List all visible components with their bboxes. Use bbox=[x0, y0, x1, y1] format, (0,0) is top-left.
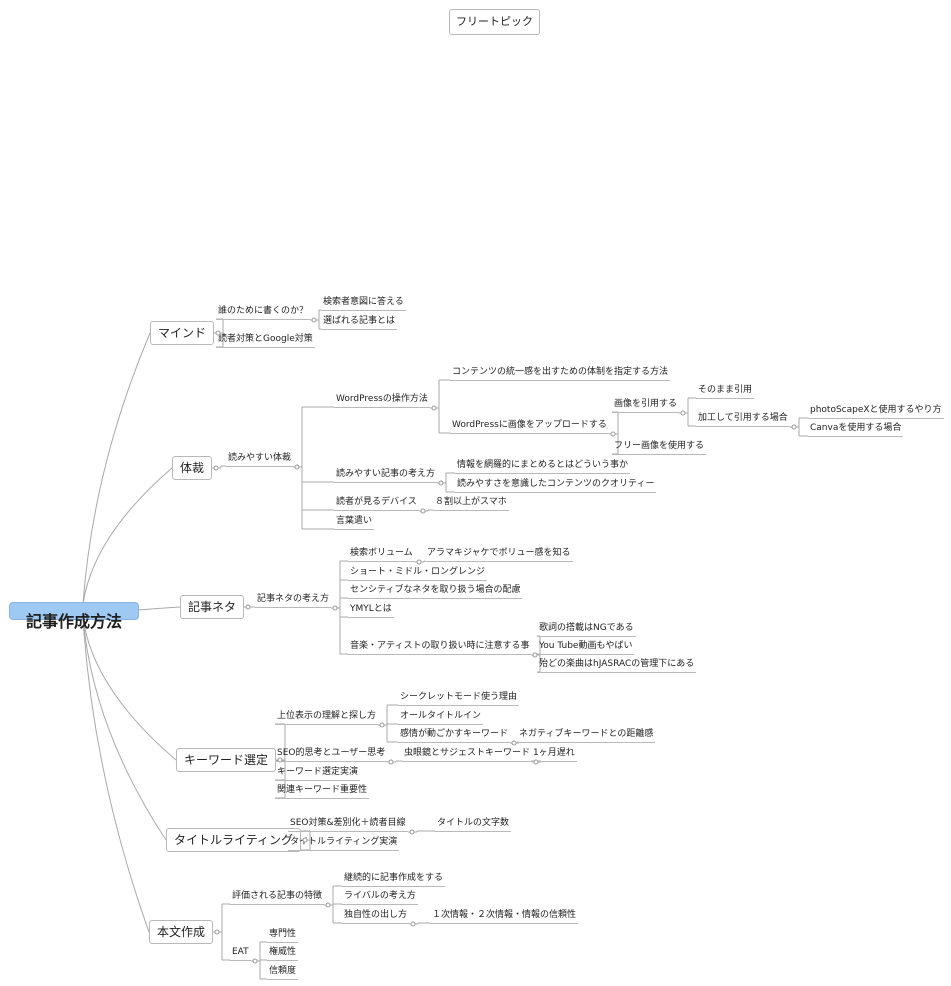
subtopic-node[interactable]: 加工して引用する場合 bbox=[696, 410, 790, 427]
subtopic-node[interactable]: 記事ネタの考え方 bbox=[255, 591, 332, 608]
subtopic-node[interactable]: 選ばれる記事とは bbox=[321, 313, 398, 330]
subtopic-node[interactable]: 読者対策とGoogle対策 bbox=[216, 331, 315, 348]
subtopic-node[interactable]: 読みやすさを意識したコンテンツのクオリティー bbox=[455, 476, 657, 493]
subtopic-node[interactable]: 音楽・アティストの取り扱い時に注意する事 bbox=[348, 638, 532, 655]
subtopic-node[interactable]: EAT bbox=[230, 944, 251, 961]
subtopic-node[interactable]: ８割以上がスマホ bbox=[433, 494, 509, 511]
branch-topic[interactable]: 記事ネタ bbox=[180, 595, 245, 619]
subtopic-node[interactable]: 読者が見るデバイス bbox=[334, 494, 419, 511]
collapse-toggle[interactable] bbox=[409, 829, 415, 835]
subtopic-node[interactable]: You Tube動画もやばい bbox=[537, 638, 635, 655]
subtopic-node[interactable]: フリー画像を使用する bbox=[612, 438, 707, 455]
collapse-toggle[interactable] bbox=[332, 605, 338, 611]
collapse-toggle[interactable] bbox=[388, 759, 394, 765]
subtopic-node[interactable]: 独自性の出し方 bbox=[342, 907, 410, 924]
subtopic-node[interactable]: Canvaを使用する場合 bbox=[808, 420, 904, 437]
subtopic-node[interactable]: WordPressに画像をアップロードする bbox=[450, 417, 609, 434]
subtopic-node[interactable]: 読みやすい体裁 bbox=[226, 450, 294, 467]
collapse-toggle[interactable] bbox=[511, 740, 517, 746]
collapse-toggle[interactable] bbox=[416, 559, 422, 565]
subtopic-node[interactable]: 読みやすい記事の考え方 bbox=[334, 466, 438, 483]
branch-topic[interactable]: 本文作成 bbox=[149, 920, 214, 944]
branch-topic[interactable]: キーワード選定 bbox=[176, 748, 277, 772]
subtopic-node[interactable]: 関連キーワード重要性 bbox=[275, 782, 370, 799]
subtopic-node[interactable]: センシティブなネタを取り扱う場合の配慮 bbox=[348, 582, 523, 599]
subtopic-node[interactable]: 上位表示の理解と探し方 bbox=[275, 708, 379, 725]
subtopic-node[interactable]: 継続的に記事作成をする bbox=[342, 870, 446, 887]
branch-topic[interactable]: マインド bbox=[150, 321, 215, 345]
subtopic-node[interactable]: 検索者意図に答える bbox=[321, 294, 406, 311]
subtopic-node[interactable]: 殆どの楽曲はhJASRACの管理下にある bbox=[537, 656, 697, 673]
branch-topic[interactable]: 体裁 bbox=[172, 456, 213, 480]
collapse-toggle[interactable] bbox=[325, 902, 331, 908]
root-connector bbox=[82, 617, 177, 761]
subtopic-node[interactable]: 虫眼鏡とサジェストキーワード bbox=[402, 745, 533, 762]
subtopic-node[interactable]: 画像を引用する bbox=[612, 396, 680, 413]
collapse-toggle[interactable] bbox=[610, 431, 616, 437]
collapse-toggle[interactable] bbox=[294, 464, 300, 470]
subtopic-node[interactable]: 評価される記事の特徴 bbox=[230, 888, 325, 905]
collapse-toggle[interactable] bbox=[245, 604, 251, 610]
floating-topic[interactable]: フリートピック bbox=[449, 9, 540, 35]
subtopic-node[interactable]: 情報を網羅的にまとめるとはどういう事か bbox=[455, 457, 631, 474]
subtopic-node[interactable]: 専門性 bbox=[267, 926, 299, 943]
collapse-toggle[interactable] bbox=[431, 405, 437, 411]
collapse-toggle[interactable] bbox=[379, 722, 385, 728]
collapse-toggle[interactable] bbox=[532, 652, 538, 658]
subtopic-node[interactable]: アラマキジャケでボリュー感を知る bbox=[425, 545, 573, 562]
subtopic-node[interactable]: そのまま引用 bbox=[696, 382, 755, 399]
subtopic-node[interactable]: オールタイトルイン bbox=[398, 708, 484, 725]
subtopic-node[interactable]: ネガティブキーワードとの距離感 bbox=[517, 726, 656, 743]
subtopic-node[interactable]: 1ヶ月遅れ bbox=[531, 745, 577, 762]
branch-topic[interactable]: タイトルライティング bbox=[166, 828, 302, 852]
subtopic-node[interactable]: 検索ボリューム bbox=[348, 545, 415, 562]
root-connector bbox=[82, 617, 150, 933]
subtopic-node[interactable]: タイトルライティング実演 bbox=[288, 834, 400, 851]
collapse-toggle[interactable] bbox=[215, 330, 221, 336]
collapse-toggle[interactable] bbox=[680, 410, 686, 416]
collapse-toggle[interactable] bbox=[213, 465, 219, 471]
collapse-toggle[interactable] bbox=[438, 480, 444, 486]
collapse-toggle[interactable] bbox=[420, 508, 426, 514]
subtopic-node[interactable]: キーワード選定実演 bbox=[275, 764, 361, 781]
collapse-toggle[interactable] bbox=[302, 837, 308, 843]
subtopic-node[interactable]: WordPressの操作方法 bbox=[334, 391, 430, 408]
subtopic-node[interactable]: 歌詞の搭載はNGである bbox=[537, 620, 636, 637]
collapse-toggle[interactable] bbox=[311, 317, 317, 323]
collapse-toggle[interactable] bbox=[214, 929, 220, 935]
collapse-toggle[interactable] bbox=[791, 424, 797, 430]
subtopic-node[interactable]: シークレットモード使う理由 bbox=[398, 689, 520, 706]
subtopic-node[interactable]: YMYLとは bbox=[348, 601, 394, 618]
root-connector bbox=[82, 332, 151, 605]
collapse-toggle[interactable] bbox=[410, 921, 416, 927]
subtopic-node[interactable]: 権威性 bbox=[267, 944, 299, 961]
subtopic-node[interactable]: 誰のために書くのか？ bbox=[216, 303, 311, 320]
subtopic-node[interactable]: タイトルの文字数 bbox=[435, 815, 512, 832]
collapse-toggle[interactable] bbox=[277, 757, 283, 763]
subtopic-node[interactable]: 言葉遣い bbox=[334, 513, 375, 530]
collapse-toggle[interactable] bbox=[252, 958, 258, 964]
root-topic[interactable]: 記事作成方法 bbox=[9, 602, 140, 631]
subtopic-node[interactable]: SEO的思考とユーザー思考 bbox=[275, 745, 388, 762]
subtopic-node[interactable]: 感情が動ごかすキーワード bbox=[398, 726, 511, 743]
collapse-toggle[interactable] bbox=[533, 759, 539, 765]
subtopic-node[interactable]: photoScapeXと使用するやり方 bbox=[808, 402, 944, 419]
subtopic-node[interactable]: 信頼度 bbox=[267, 963, 299, 980]
subtopic-node[interactable]: １次情報・２次情報・情報の信頼性 bbox=[430, 907, 579, 924]
subtopic-node[interactable]: コンテンツの統一感を出すための体制を指定する方法 bbox=[450, 364, 671, 381]
subtopic-node[interactable]: ライバルの考え方 bbox=[342, 888, 418, 905]
subtopic-node[interactable]: ショート・ミドル・ロングレンジ bbox=[348, 564, 488, 581]
root-connector bbox=[82, 467, 173, 605]
subtopic-node[interactable]: SEO対策&差別化＋読者目線 bbox=[288, 815, 408, 832]
root-connector bbox=[82, 617, 167, 841]
